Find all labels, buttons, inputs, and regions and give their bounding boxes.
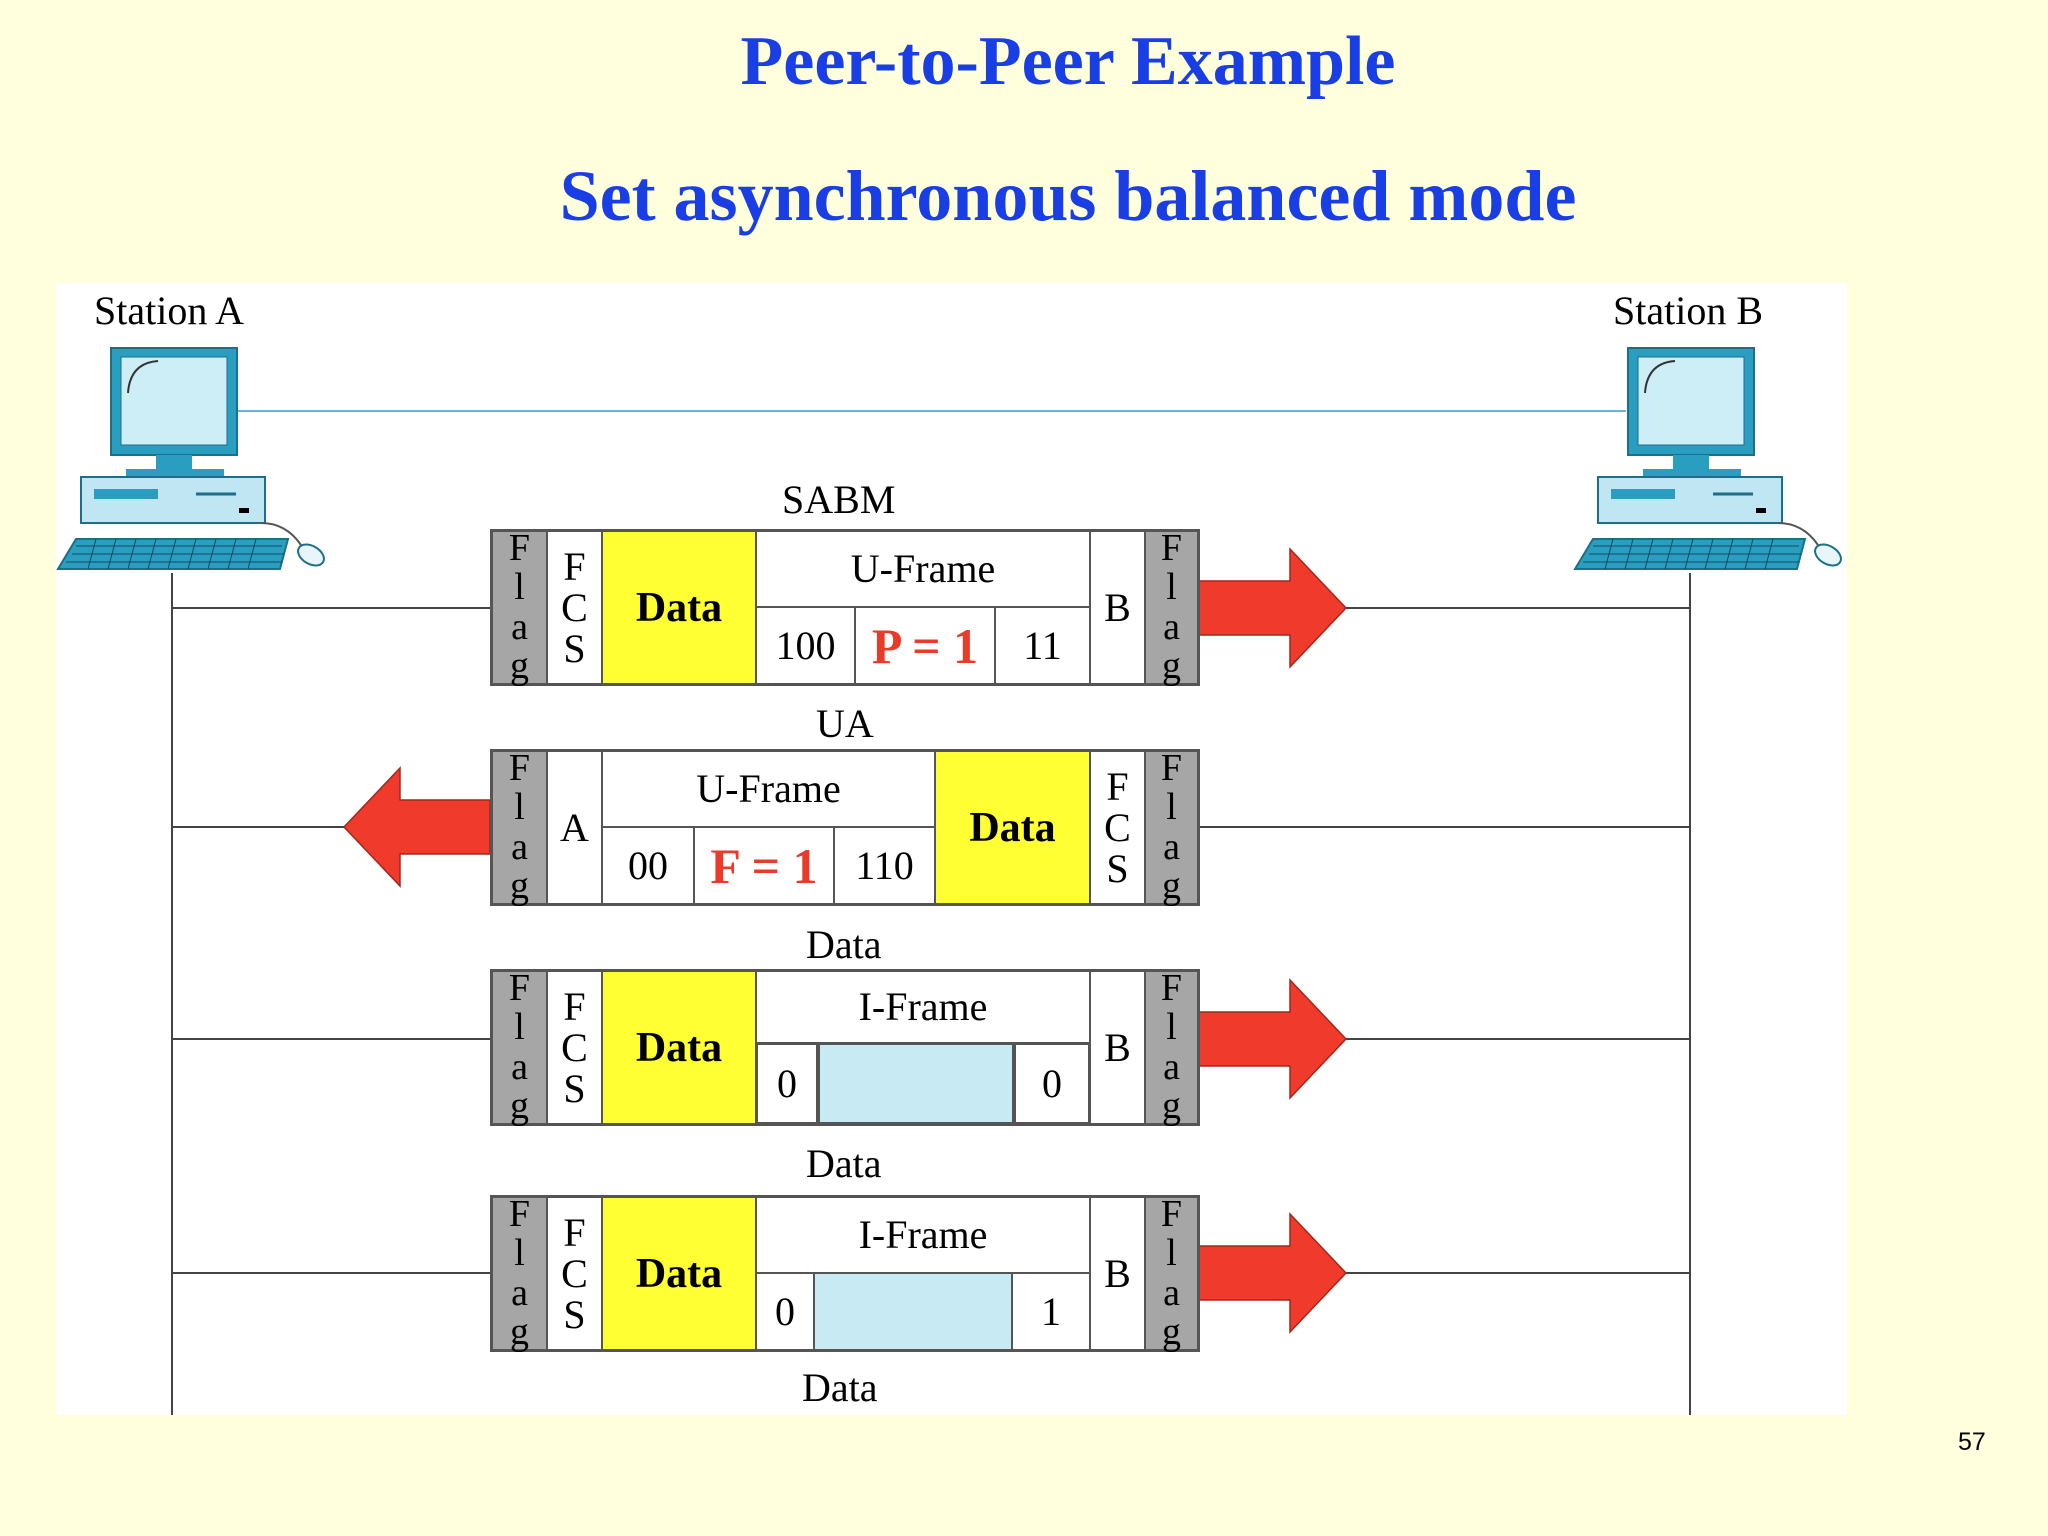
diagram-lines (56, 347, 1842, 1415)
frame-type: U-Frame (602, 751, 935, 827)
arrow-right-icon (1198, 1212, 1348, 1334)
control-bits-left: 100 (756, 607, 855, 684)
control-bits-right: 1 (1012, 1273, 1090, 1350)
control-bits-left: 0 (756, 1273, 814, 1350)
data-field: Data (602, 1197, 756, 1350)
poll-bit: P = 1 (855, 607, 995, 684)
final-bit: F = 1 (694, 827, 834, 904)
sequence-field (818, 1043, 1014, 1124)
desktop-computer-icon (56, 347, 325, 570)
station-b-label: Station B (1613, 288, 1764, 333)
arrow-left-icon (342, 766, 491, 888)
control-bits-right: 0 (1014, 1043, 1090, 1124)
sequence-field (814, 1273, 1012, 1350)
station-a-label: Station A (94, 288, 245, 333)
address-field: B (1090, 1197, 1145, 1350)
arrow-right-icon (1198, 978, 1348, 1100)
data-field: Data (602, 971, 756, 1124)
address-field: B (1090, 971, 1145, 1124)
frame-label-data-2: Data (806, 1141, 882, 1186)
data-field: Data (935, 751, 1090, 904)
frame-type: U-Frame (756, 531, 1090, 607)
page-number: 57 (1958, 1428, 1986, 1456)
data-field: Data (602, 531, 756, 684)
control-bits-left: 00 (602, 827, 694, 904)
control-bits-left: 0 (756, 1043, 818, 1124)
page-title: Peer-to-Peer Example (740, 23, 1396, 100)
control-bits-right: 11 (995, 607, 1090, 684)
frame-label-data-1: Data (806, 922, 882, 967)
arrow-right-icon (1198, 547, 1348, 669)
frame-type: I-Frame (756, 971, 1090, 1043)
frame-label-ua: UA (816, 701, 874, 746)
address-field: B (1090, 531, 1145, 684)
control-bits-right: 110 (834, 827, 935, 904)
page-subtitle: Set asynchronous balanced mode (559, 156, 1577, 236)
address-field: A (547, 751, 602, 904)
frame-label-sabm: SABM (782, 477, 896, 522)
frame-type: I-Frame (756, 1197, 1090, 1273)
desktop-computer-icon (1573, 347, 1842, 570)
bottom-data-label: Data (802, 1365, 878, 1410)
